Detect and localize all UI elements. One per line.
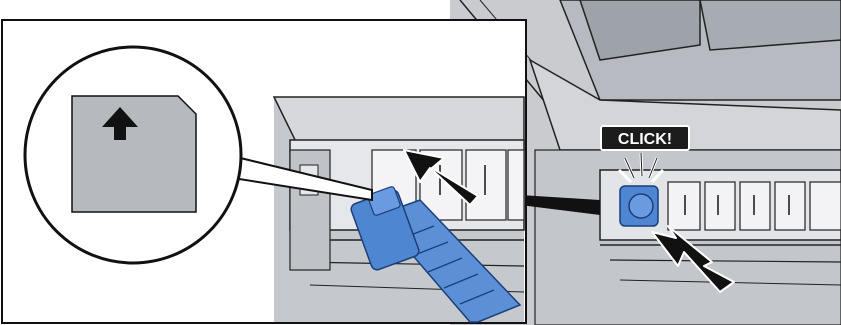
click-callout-text: CLICK!	[618, 131, 672, 148]
magnifier-circle	[25, 47, 241, 263]
